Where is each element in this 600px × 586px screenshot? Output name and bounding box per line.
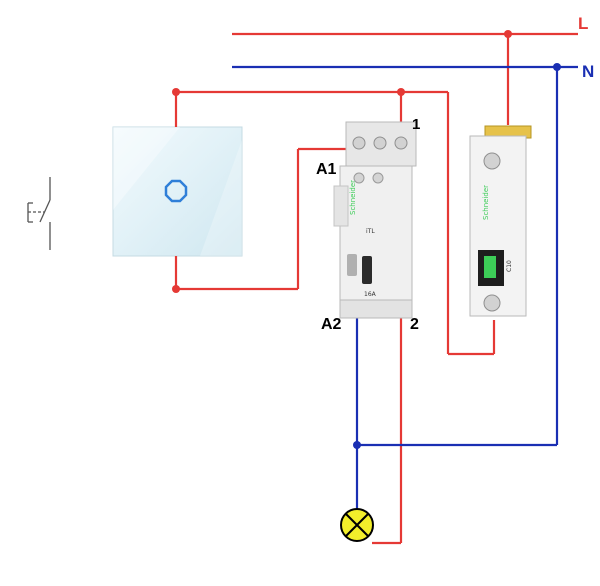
lamp-symbol-icon bbox=[340, 508, 374, 542]
relay-model-text: iTL bbox=[366, 228, 375, 235]
neutral-label: N bbox=[582, 62, 594, 81]
breaker-brand-text: Schneider bbox=[482, 185, 490, 220]
neutral-junctions bbox=[353, 63, 561, 449]
relay-terminal-a1-label: A1 bbox=[316, 161, 337, 178]
neutral-wires bbox=[232, 65, 578, 509]
relay-rating-text: 16A bbox=[364, 291, 377, 298]
touch-switch-panel bbox=[112, 126, 243, 257]
relay-toggle-lever bbox=[362, 256, 372, 284]
impulse-relay: Schneider iTL 16A bbox=[333, 121, 417, 319]
breaker-rating-text: C10 bbox=[506, 260, 513, 272]
pushbutton-symbol-icon bbox=[27, 177, 51, 250]
relay-brand-text: Schneider bbox=[349, 180, 357, 215]
live-junctions bbox=[172, 30, 512, 293]
relay-terminal-1-label: 1 bbox=[412, 116, 420, 133]
relay-terminal-a2-label: A2 bbox=[321, 316, 342, 333]
touch-ring-icon bbox=[164, 179, 188, 203]
line-label: L bbox=[578, 14, 588, 33]
relay-terminal-2-label: 2 bbox=[410, 316, 419, 333]
circuit-breaker: Schneider C10 bbox=[469, 125, 532, 317]
